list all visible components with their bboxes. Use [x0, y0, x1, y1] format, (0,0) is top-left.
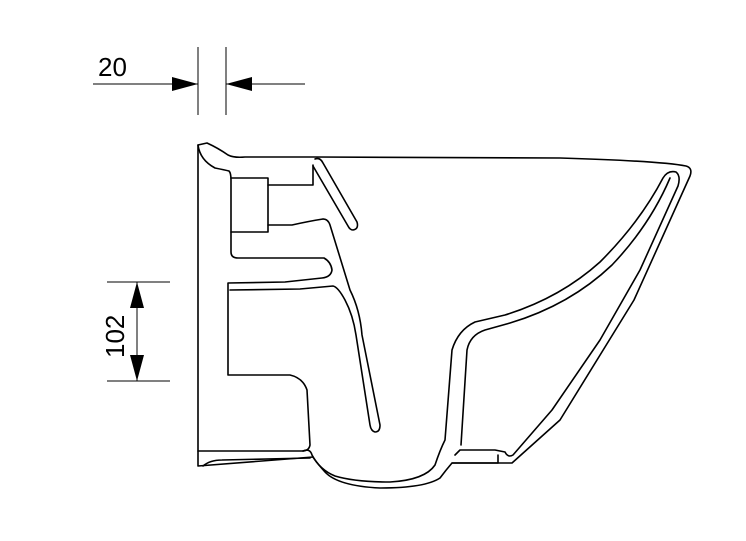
arrowhead	[130, 282, 144, 308]
toilet-outline	[197, 142, 692, 489]
top-dimension: 20	[93, 47, 305, 115]
left-dimension: 102	[100, 281, 170, 382]
dimension-label-20: 20	[98, 52, 127, 82]
arrowhead	[130, 355, 144, 381]
dimension-label-102: 102	[100, 315, 130, 358]
arrowhead	[226, 77, 252, 91]
arrowhead	[172, 77, 198, 91]
